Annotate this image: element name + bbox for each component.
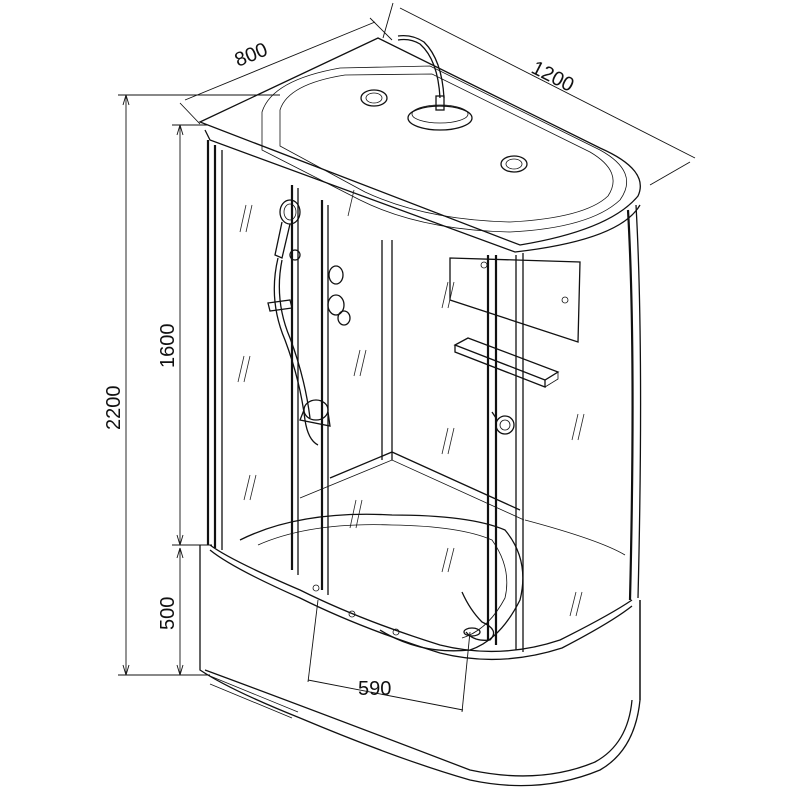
shower-controls — [267, 199, 351, 446]
cabin-height-label: 1600 — [157, 324, 179, 369]
cabin-frame — [206, 140, 642, 652]
shower-tray — [199, 545, 641, 787]
tray-height-label: 500 — [157, 597, 179, 630]
width-dimension-label: 1200 — [528, 57, 578, 97]
back-panel — [449, 257, 581, 435]
dimension-lines — [118, 2, 696, 713]
cabin-roof — [198, 34, 641, 253]
total-height-label: 2200 — [103, 386, 125, 431]
seat-width-label: 590 — [358, 678, 391, 700]
cabin-floor — [209, 451, 633, 661]
